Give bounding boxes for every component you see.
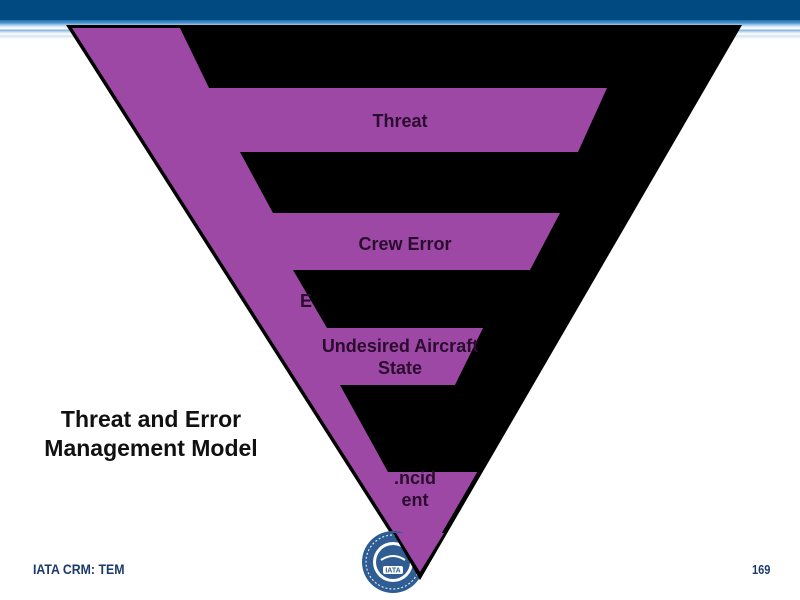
label-incident-line2: ent	[401, 490, 429, 510]
page-number: 169	[752, 562, 771, 577]
label-partial-e: E	[300, 291, 313, 311]
iata-logo: IATA	[362, 531, 424, 593]
label-incident-line1: .ncid	[393, 468, 436, 488]
label-uas-line1: Undesired Aircraft	[321, 336, 479, 356]
footer-course-label: IATA CRM: TEM	[33, 561, 125, 577]
slide-title: Threat and Error Management Model	[20, 405, 282, 463]
slide-title-line2: Management Model	[44, 435, 258, 461]
band-undesired-aircraft-state	[310, 328, 483, 385]
band-threat	[200, 88, 607, 152]
header-bar	[0, 0, 800, 20]
slide-title-line1: Threat and Error	[60, 406, 242, 432]
label-incident: .ncid ent	[370, 467, 460, 511]
logo-text: IATA	[385, 568, 400, 575]
label-undesired-aircraft-state: Undesired Aircraft State	[300, 335, 500, 379]
label-threat: Threat	[372, 111, 428, 131]
label-crew-error: Crew Error	[358, 234, 452, 254]
band-crew-error	[260, 213, 560, 270]
label-uas-line2: State	[377, 358, 422, 378]
